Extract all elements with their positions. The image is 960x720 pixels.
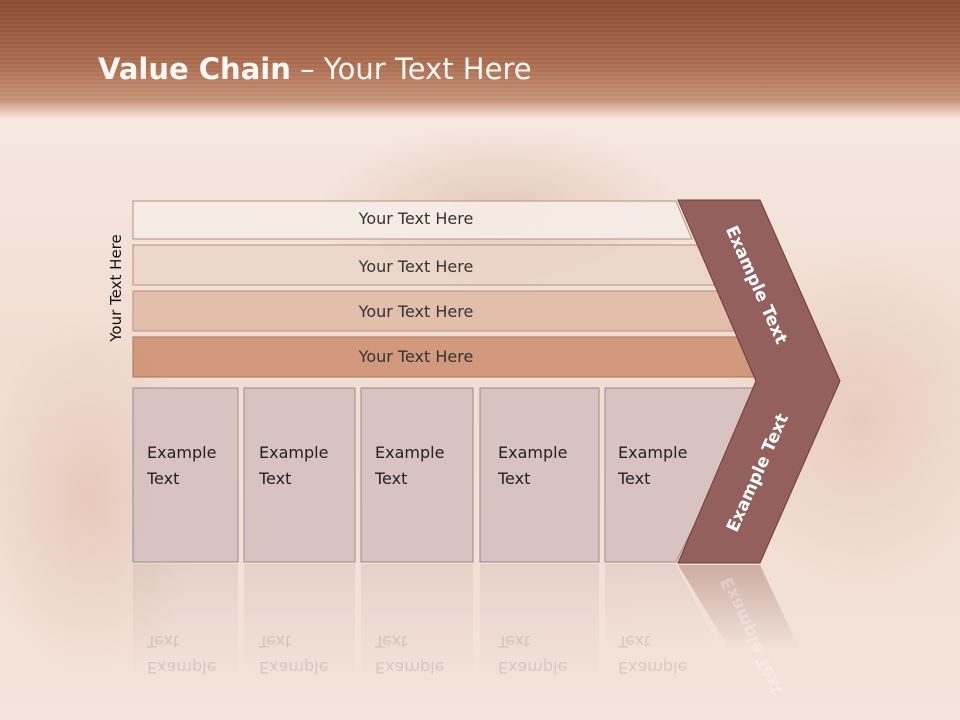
box-1[interactable] <box>132 387 239 563</box>
box-3-reflection <box>361 564 473 684</box>
box-1-line1: Example <box>147 443 217 462</box>
box-5-reflection <box>605 564 720 650</box>
box-1-reflection <box>133 564 238 684</box>
box-3-text-reflection: Example Text <box>375 628 465 680</box>
box-5-text: Example Text <box>618 440 708 492</box>
box-4-reflect-line2: Text <box>498 632 531 651</box>
box-3-reflect-line2: Text <box>375 632 408 651</box>
chevron-reflection <box>678 565 800 650</box>
box-3-line2: Text <box>375 469 408 488</box>
box-1-text-reflection: Example Text <box>147 628 237 680</box>
box-2-reflection <box>244 564 355 684</box>
box-3-reflect-line1: Example <box>375 658 445 677</box>
title-banner <box>0 0 960 118</box>
bar-1[interactable] <box>132 200 693 240</box>
bar-2-label: Your Text Here <box>358 257 474 276</box>
title-bold: Value Chain <box>98 52 291 86</box>
box-4-reflection <box>480 564 599 684</box>
reflection-group <box>133 564 720 684</box>
box-5-text-reflection: Example Text <box>618 628 708 680</box>
box-1-reflect-line2: Text <box>147 632 180 651</box>
box-5-line1: Example <box>618 443 688 462</box>
bar-3-label: Your Text Here <box>358 302 474 321</box>
box-4-line2: Text <box>498 469 531 488</box>
box-4-text: Example Text <box>498 440 588 492</box>
box-5-reflect-line2: Text <box>618 632 651 651</box>
box-4-line1: Example <box>498 443 568 462</box>
box-2-line1: Example <box>259 443 329 462</box>
banner-texture <box>0 0 960 100</box>
box-4[interactable] <box>479 387 600 563</box>
box-3[interactable] <box>360 387 474 563</box>
title-rest: – Your Text Here <box>290 52 532 86</box>
box-2-reflect-line1: Example <box>259 658 329 677</box>
bar-4-label: Your Text Here <box>358 347 474 366</box>
chevron-arrow[interactable] <box>677 199 841 564</box>
box-1-reflect-line1: Example <box>147 658 217 677</box>
box-3-line1: Example <box>375 443 445 462</box>
box-1-text: Example Text <box>147 440 237 492</box>
box-4-text-reflection: Example Text <box>498 628 588 680</box>
bar-1-label: Your Text Here <box>358 209 474 228</box>
page-title: Value Chain – Your Text Here <box>98 52 532 86</box>
box-5[interactable] <box>604 387 763 563</box>
box-5-line2: Text <box>618 469 651 488</box>
box-2-line2: Text <box>259 469 292 488</box>
box-5-reflect-line1: Example <box>618 658 688 677</box>
box-2[interactable] <box>243 387 356 563</box>
box-2-reflect-line2: Text <box>259 632 292 651</box>
box-1-line2: Text <box>147 469 180 488</box>
box-4-reflect-line1: Example <box>498 658 568 677</box>
box-2-text-reflection: Example Text <box>259 628 349 680</box>
box-3-text: Example Text <box>375 440 465 492</box>
box-2-text: Example Text <box>259 440 349 492</box>
